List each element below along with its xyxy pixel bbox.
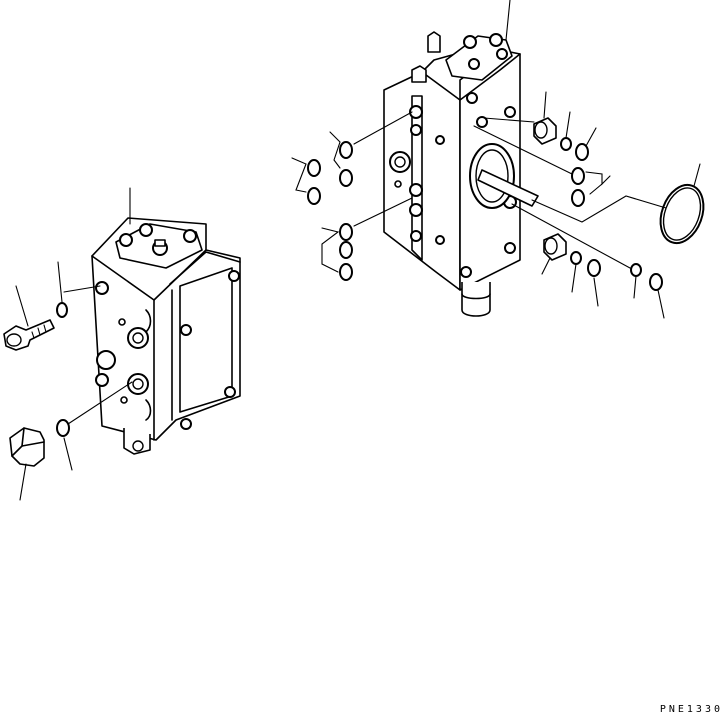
right-sleeve-lower: [544, 234, 566, 260]
drawing-code-label: PNE1330: [659, 704, 723, 715]
left-cap-bolt: [4, 320, 54, 350]
right-o-ring-group-a: [330, 132, 352, 186]
right-o-ring-group-b: [292, 158, 320, 204]
right-washer-lower: [571, 252, 581, 264]
right-o-ring-upper: [576, 144, 588, 160]
left-valve-body: [92, 218, 240, 454]
right-o-ring-far: [650, 274, 662, 290]
large-o-ring: [653, 179, 711, 249]
left-washer: [57, 303, 67, 317]
left-leader-lines: [16, 188, 132, 500]
right-valve-body: [384, 32, 538, 316]
left-plug: [10, 428, 44, 466]
right-washer-upper: [561, 138, 571, 150]
right-sleeve-upper: [534, 118, 556, 144]
right-o-ring-pair: [572, 168, 610, 206]
right-leader-lines: [354, 0, 700, 318]
right-washer-far: [631, 264, 641, 276]
right-o-ring-lower: [588, 260, 600, 276]
left-plug-o-ring: [57, 420, 69, 436]
right-o-ring-group-c: [322, 224, 352, 280]
